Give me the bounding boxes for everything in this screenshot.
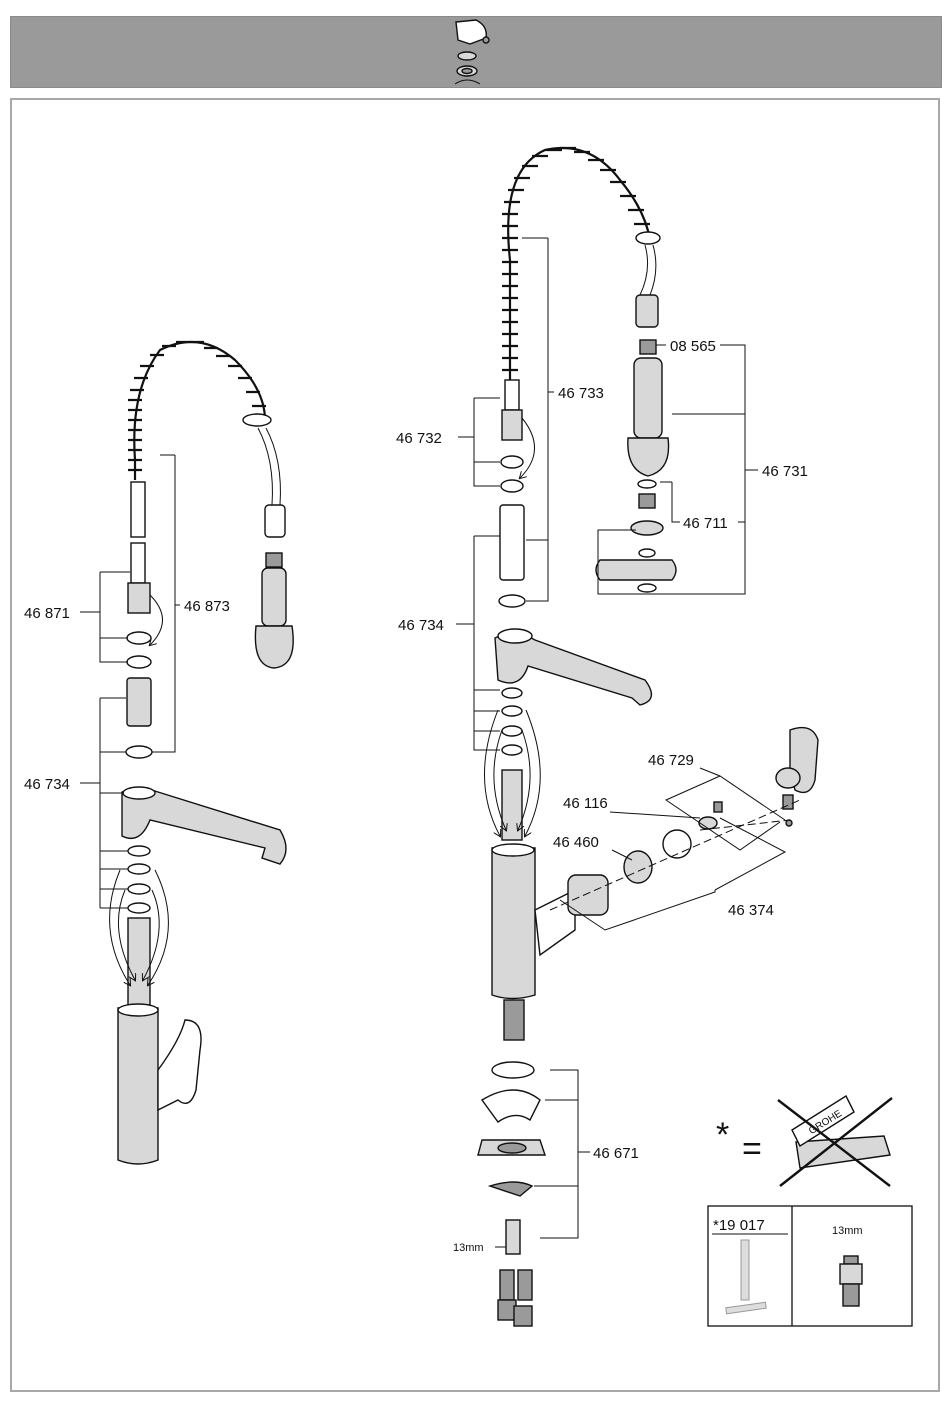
label-46873: 46 873 (184, 598, 230, 615)
label-46671: 46 671 (593, 1145, 639, 1162)
label-left-46734: 46 734 (24, 776, 70, 793)
label-13mm-nut: 13mm (453, 1242, 484, 1254)
label-46374: 46 374 (728, 902, 774, 919)
label-46460: 46 460 (553, 834, 599, 851)
left-spring-coil (128, 342, 266, 470)
label-46732: 46 732 (396, 430, 442, 447)
tool-code: *19 017 (713, 1217, 765, 1234)
faucet-handle-icon (455, 20, 489, 84)
label-46731: 46 731 (762, 463, 808, 480)
legend-star: * (716, 1116, 729, 1154)
no-solvent-symbol: * = GROHE (716, 1096, 892, 1186)
label-46116: 46 116 (563, 795, 608, 812)
label-46733: 46 733 (558, 385, 604, 402)
label-08565: 08 565 (670, 338, 716, 355)
label-right-46734: 46 734 (398, 617, 444, 634)
legend-equals: = (742, 1130, 762, 1168)
label-46711: 46 711 (683, 515, 728, 532)
label-46729: 46 729 (648, 752, 694, 769)
left-faucet-assembly: 46 871 46 873 46 734 (24, 342, 293, 1164)
tool-size: 13mm (832, 1225, 863, 1237)
label-46871: 46 871 (24, 605, 70, 622)
tool-box: *19 017 13mm (708, 1206, 912, 1326)
